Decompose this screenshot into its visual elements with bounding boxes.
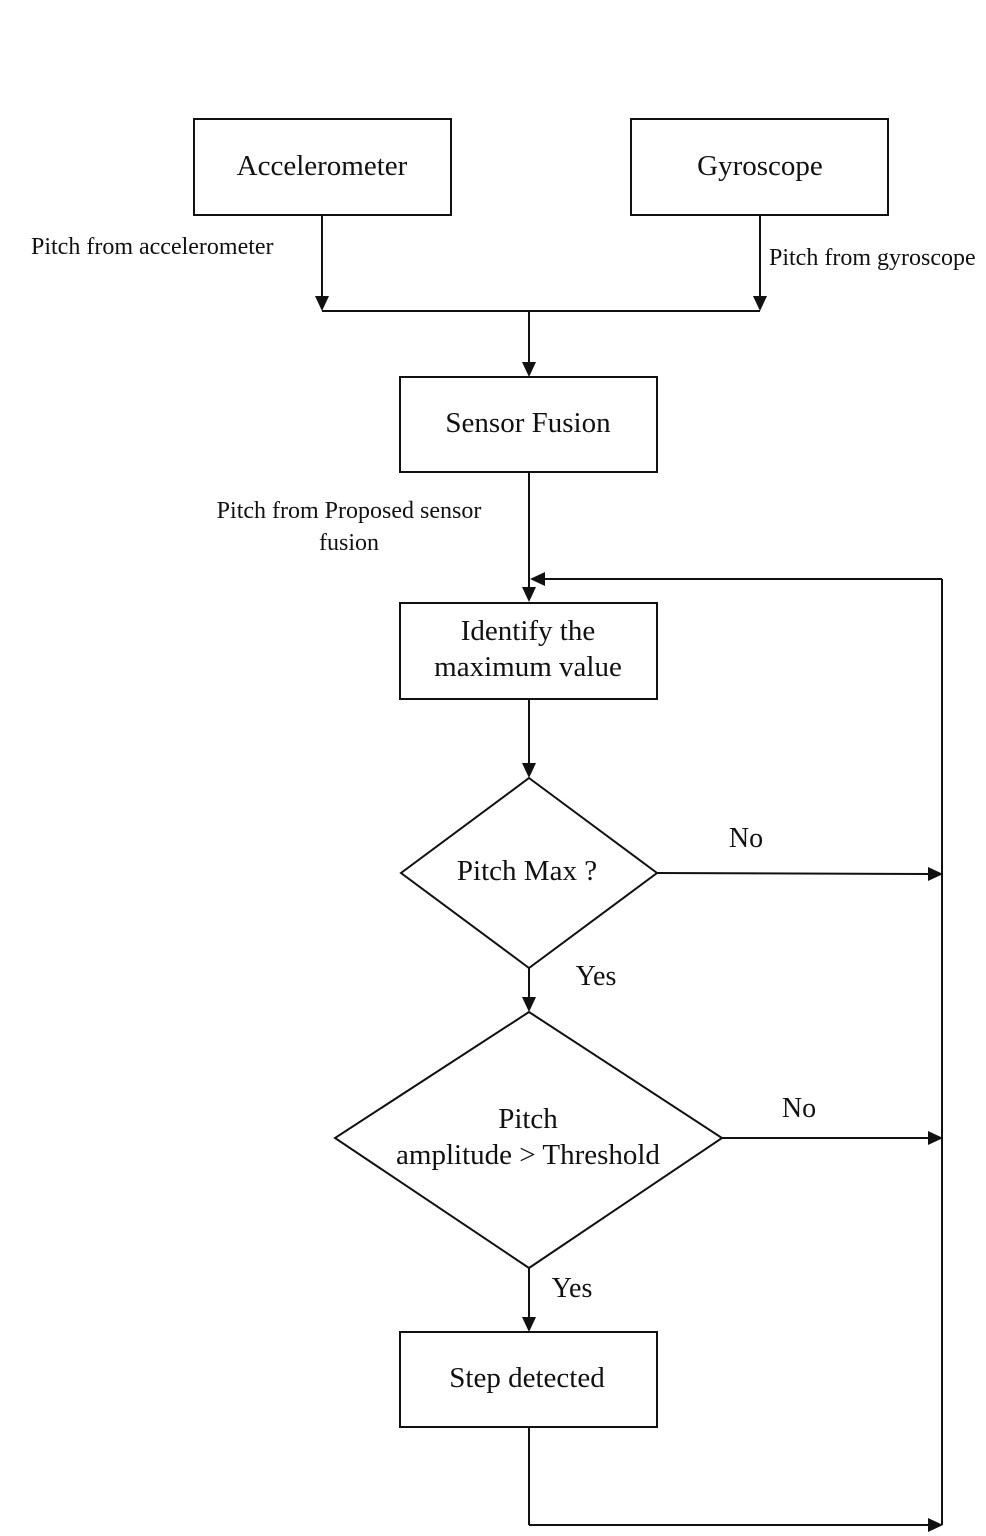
gyroscope-box <box>630 118 889 216</box>
accelerometer-box <box>193 118 452 216</box>
arrowhead-step <box>522 1317 536 1332</box>
identify-maximum-node: Identify the maximum value <box>399 602 658 700</box>
pitch-from-accelerometer-label: Pitch from accelerometer <box>31 234 274 260</box>
amplitude-threshold-line-1: Pitch <box>498 1103 558 1135</box>
identify-maximum-box <box>399 602 658 700</box>
pitch-max-diamond <box>399 776 659 970</box>
arrowhead-amplitude <box>522 997 536 1012</box>
amplitude-no-label: No <box>782 1093 816 1124</box>
sensor-fusion-label: Sensor Fusion <box>445 407 611 439</box>
amplitude-yes-label: Yes <box>552 1273 593 1304</box>
sensor-fusion-node: Sensor Fusion <box>399 376 658 473</box>
edge-pitchmax-no <box>656 872 931 875</box>
pitch-from-fusion-line-2: fusion <box>319 530 379 556</box>
arrowhead-gyroscope <box>753 296 767 311</box>
amplitude-threshold-decision: Pitch amplitude > Threshold <box>333 1010 724 1270</box>
amplitude-threshold-line-2: amplitude > Threshold <box>396 1139 660 1171</box>
arrowhead-pitchmax-no <box>928 867 943 881</box>
accelerometer-label: Accelerometer <box>237 150 408 182</box>
arrowhead-step-return <box>928 1518 943 1532</box>
pitch-max-no-label: No <box>729 823 763 854</box>
pitch-max-decision: Pitch Max ? <box>399 776 659 970</box>
arrowhead-amplitude-no <box>928 1131 943 1145</box>
amplitude-threshold-diamond <box>333 1010 724 1270</box>
arrowhead-pitchmax <box>522 763 536 778</box>
identify-maximum-line-1: Identify the <box>461 615 595 647</box>
pitch-max-yes-label: Yes <box>576 961 617 992</box>
gyroscope-label: Gyroscope <box>697 150 823 182</box>
step-detected-label: Step detected <box>449 1362 605 1394</box>
pitch-from-gyroscope-label: Pitch from gyroscope <box>769 245 976 271</box>
step-detected-node: Step detected <box>399 1331 658 1428</box>
gyroscope-node: Gyroscope <box>630 118 889 216</box>
arrowhead-loop <box>530 572 545 586</box>
arrowhead-fusion <box>522 362 536 377</box>
pitch-from-fusion-line-1: Pitch from Proposed sensor <box>217 498 482 524</box>
sensor-fusion-box <box>399 376 658 473</box>
arrowhead-identify <box>522 587 536 602</box>
accelerometer-node: Accelerometer <box>193 118 452 216</box>
step-detected-box <box>399 1331 658 1428</box>
identify-maximum-line-2: maximum value <box>434 651 622 683</box>
arrowhead-accelerometer <box>315 296 329 311</box>
pitch-max-label: Pitch Max ? <box>457 855 597 887</box>
